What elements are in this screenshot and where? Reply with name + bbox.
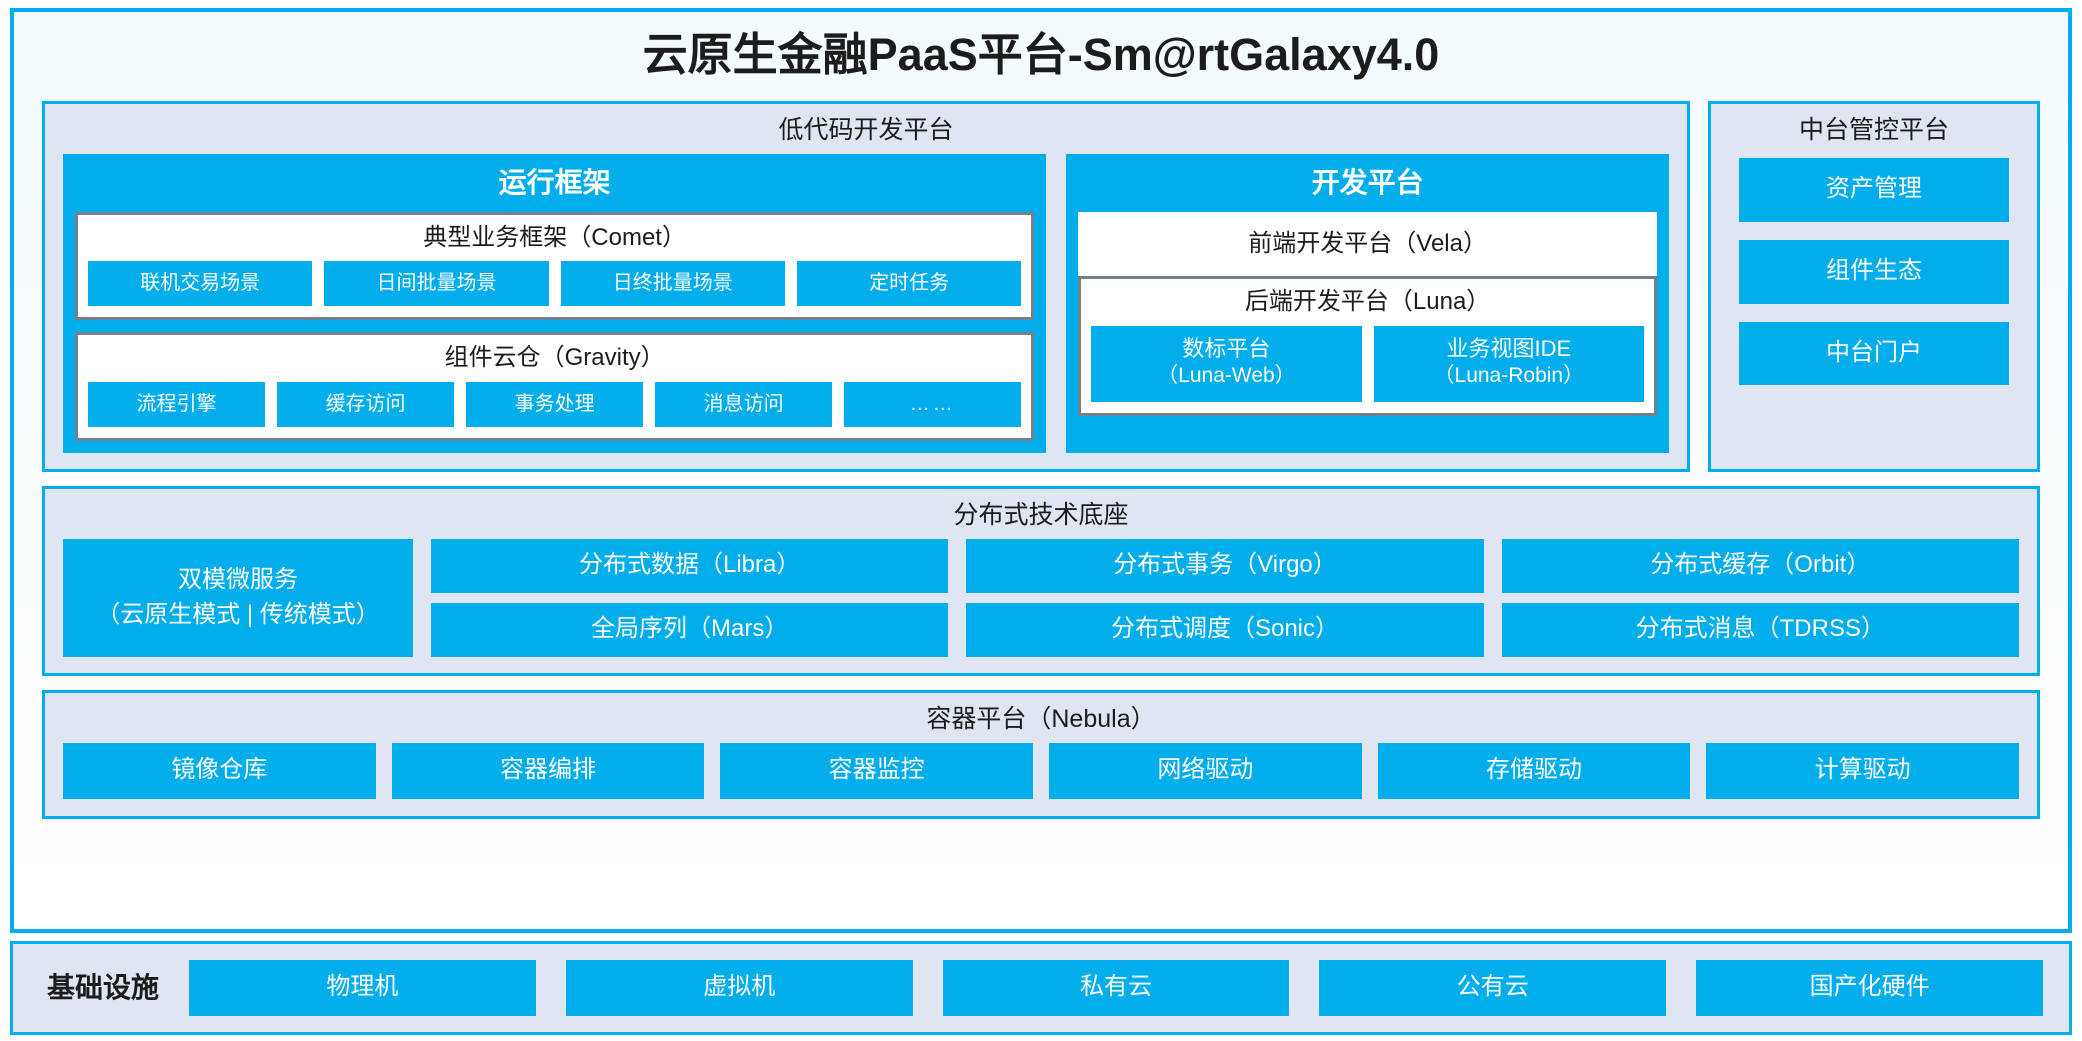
row-lowcode-and-console: 低代码开发平台 运行框架 典型业务框架（Comet） 联机交易场景 日间批量场景…: [42, 101, 2040, 473]
tech-item-distributed-scheduling-sonic[interactable]: 分布式调度（Sonic）: [966, 603, 1484, 657]
backend-dev-platform-luna-group: 后端开发平台（Luna） 数标平台 （Luna-Web） 业务视图IDE （Lu…: [1078, 276, 1657, 417]
comet-item-intraday-batch[interactable]: 日间批量场景: [324, 261, 549, 307]
tech-item-distributed-message-tdrss[interactable]: 分布式消息（TDRSS）: [1501, 603, 2019, 657]
tech-col-dual-mode: 双模微服务 （云原生模式 | 传统模式）: [63, 539, 413, 657]
tech-col-2: 分布式事务（Virgo） 分布式调度（Sonic）: [966, 539, 1484, 657]
gravity-item-transaction-processing[interactable]: 事务处理: [466, 382, 644, 428]
luna-web-line1: 数标平台: [1182, 336, 1271, 362]
gravity-item-more[interactable]: ……: [844, 382, 1022, 428]
container-item-network-driver[interactable]: 网络驱动: [1049, 742, 1362, 799]
container-item-compute-driver[interactable]: 计算驱动: [1706, 742, 2020, 799]
infra-item-domestic-hardware[interactable]: 国产化硬件: [1696, 960, 2043, 1016]
gravity-group-title: 组件云仓（Gravity）: [444, 344, 665, 372]
tech-item-distributed-data-libra[interactable]: 分布式数据（Libra）: [431, 539, 949, 594]
comet-group: 典型业务框架（Comet） 联机交易场景 日间批量场景 日终批量场景 定时任务: [75, 211, 1035, 321]
lowcode-platform-body: 运行框架 典型业务框架（Comet） 联机交易场景 日间批量场景 日终批量场景 …: [45, 154, 1687, 469]
tech-item-global-sequence-mars[interactable]: 全局序列（Mars）: [431, 603, 949, 657]
tech-item-distributed-cache-orbit[interactable]: 分布式缓存（Orbit）: [1501, 539, 2019, 594]
comet-item-eod-batch[interactable]: 日终批量场景: [560, 261, 785, 307]
luna-chip-row: 数标平台 （Luna-Web） 业务视图IDE （Luna-Robin）: [1091, 326, 1644, 403]
frontend-dev-platform-vela[interactable]: 前端开发平台（Vela）: [1078, 211, 1657, 277]
page-title: 云原生金融PaaS平台-Sm@rtGalaxy4.0: [642, 29, 1440, 80]
distributed-tech-base-title: 分布式技术底座: [953, 501, 1129, 530]
luna-item-luna-robin[interactable]: 业务视图IDE （Luna-Robin）: [1373, 326, 1644, 403]
luna-robin-line1: 业务视图IDE: [1446, 336, 1572, 362]
runtime-framework-card: 运行框架 典型业务框架（Comet） 联机交易场景 日间批量场景 日终批量场景 …: [63, 154, 1047, 454]
gravity-item-cache-access[interactable]: 缓存访问: [277, 382, 455, 428]
distributed-tech-base-body: 双模微服务 （云原生模式 | 传统模式） 分布式数据（Libra） 全局序列（M…: [45, 539, 2037, 673]
container-platform-panel: 容器平台（Nebula） 镜像仓库 容器编排 容器监控 网络驱动 存储驱动 计算…: [42, 689, 2040, 819]
infra-item-private-cloud[interactable]: 私有云: [942, 960, 1290, 1016]
dual-mode-line1: 双模微服务: [178, 566, 298, 594]
lowcode-platform-title: 低代码开发平台: [778, 116, 954, 145]
distributed-tech-base-panel: 分布式技术底座 双模微服务 （云原生模式 | 传统模式） 分布式数据（Libra…: [42, 486, 2040, 676]
infra-item-virtual-machine[interactable]: 虚拟机: [565, 960, 913, 1016]
luna-robin-line2: （Luna-Robin）: [1433, 364, 1585, 388]
infrastructure-label: 基础设施: [47, 972, 160, 1004]
comet-item-online-transaction[interactable]: 联机交易场景: [88, 261, 313, 307]
tech-col-1: 分布式数据（Libra） 全局序列（Mars）: [431, 539, 949, 657]
comet-group-title: 典型业务框架（Comet）: [423, 223, 686, 251]
container-item-image-registry[interactable]: 镜像仓库: [63, 742, 376, 799]
tech-col-3: 分布式缓存（Orbit） 分布式消息（TDRSS）: [1501, 539, 2019, 657]
infra-item-physical-machine[interactable]: 物理机: [189, 960, 536, 1016]
console-item-component-ecosystem[interactable]: 组件生态: [1739, 239, 2009, 304]
tech-item-dual-mode-microservice[interactable]: 双模微服务 （云原生模式 | 传统模式）: [63, 539, 413, 657]
luna-item-luna-web[interactable]: 数标平台 （Luna-Web）: [1091, 326, 1362, 403]
console-platform-panel: 中台管控平台 资产管理 组件生态 中台门户: [1708, 101, 2040, 473]
dual-mode-line2: （云原生模式 | 传统模式）: [96, 601, 380, 629]
infrastructure-items: 物理机 虚拟机 私有云 公有云 国产化硬件: [189, 960, 2043, 1016]
tech-item-distributed-transaction-virgo[interactable]: 分布式事务（Virgo）: [966, 539, 1484, 594]
runtime-framework-title: 运行框架: [498, 167, 611, 199]
lowcode-platform-panel: 低代码开发平台 运行框架 典型业务框架（Comet） 联机交易场景 日间批量场景…: [42, 101, 1690, 473]
console-item-asset-management[interactable]: 资产管理: [1739, 158, 2009, 222]
gravity-group: 组件云仓（Gravity） 流程引擎 缓存访问 事务处理 消息访问 ……: [75, 332, 1035, 442]
comet-chip-row: 联机交易场景 日间批量场景 日终批量场景 定时任务: [88, 261, 1022, 307]
platform-main-container: 云原生金融PaaS平台-Sm@rtGalaxy4.0 低代码开发平台 运行框架 …: [10, 8, 2072, 934]
gravity-item-process-engine[interactable]: 流程引擎: [88, 382, 266, 428]
console-item-portal[interactable]: 中台门户: [1739, 321, 2009, 386]
container-platform-body: 镜像仓库 容器编排 容器监控 网络驱动 存储驱动 计算驱动: [45, 742, 2037, 816]
console-platform-body: 资产管理 组件生态 中台门户: [1711, 154, 2037, 405]
container-platform-title: 容器平台（Nebula）: [926, 704, 1156, 733]
infra-item-public-cloud[interactable]: 公有云: [1319, 960, 1667, 1016]
container-item-orchestration[interactable]: 容器编排: [391, 742, 705, 799]
comet-item-scheduled-task[interactable]: 定时任务: [796, 261, 1022, 307]
container-item-storage-driver[interactable]: 存储驱动: [1377, 742, 1691, 799]
development-platform-card: 开发平台 前端开发平台（Vela） 后端开发平台（Luna） 数标平台 （Lun…: [1066, 154, 1669, 454]
gravity-chip-row: 流程引擎 缓存访问 事务处理 消息访问 ……: [88, 382, 1022, 428]
infrastructure-panel: 基础设施 物理机 虚拟机 私有云 公有云 国产化硬件: [10, 941, 2072, 1035]
development-platform-title: 开发平台: [1311, 167, 1424, 199]
backend-dev-platform-title: 后端开发平台（Luna）: [1244, 288, 1491, 316]
luna-web-line2: （Luna-Web）: [1157, 364, 1296, 388]
console-platform-title: 中台管控平台: [1798, 116, 1949, 145]
container-item-monitoring[interactable]: 容器监控: [720, 742, 1034, 799]
gravity-item-message-access[interactable]: 消息访问: [655, 382, 833, 428]
